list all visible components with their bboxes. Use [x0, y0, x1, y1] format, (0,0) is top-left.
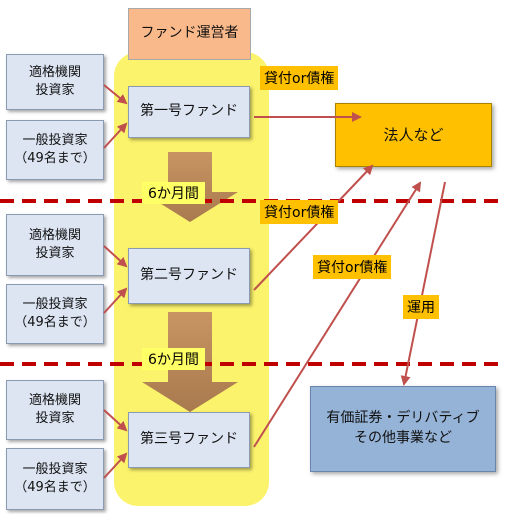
corporation-label: 法人など — [383, 125, 444, 144]
qualified-investor-box-3: 適格機関 投資家 — [6, 380, 104, 440]
securities-label: 有価証券・デリバティブ その他事業など — [326, 410, 480, 446]
fund-box-3: 第三号ファンド — [128, 412, 250, 468]
general-investor-label: 一般投資家 （49名まで） — [14, 132, 96, 166]
fund-name: 第三号ファンド — [140, 431, 238, 448]
fund-box-2: 第二号ファンド — [128, 248, 250, 304]
qualified-investor-label: 適格機関 投資家 — [28, 227, 81, 261]
investor-arrow — [103, 287, 128, 314]
general-investor-box-2: 一般投資家 （49名まで） — [6, 284, 104, 344]
fund-name: 第一号ファンド — [140, 103, 238, 120]
fund-box-1: 第一号ファンド — [128, 86, 250, 138]
general-investor-box-3: 一般投資家 （49名まで） — [6, 448, 104, 510]
management-arrow — [400, 181, 446, 386]
general-investor-label: 一般投資家 （49名まで） — [14, 461, 96, 495]
fund-operator-box: ファンド運営者 — [128, 8, 251, 60]
loan-label-3: 貸付or債権 — [313, 255, 392, 279]
fund-operator-label: ファンド運営者 — [140, 25, 239, 42]
qualified-investor-box-1: 適格機関 投資家 — [6, 54, 104, 110]
loan-arrow-2 — [253, 164, 374, 291]
securities-box: 有価証券・デリバティブ その他事業など — [310, 386, 496, 472]
interval-label-1: 6か月間 — [142, 182, 205, 204]
management-label: 運用 — [403, 295, 439, 319]
loan-label-1: 貸付or債権 — [260, 66, 339, 90]
investor-arrow — [103, 84, 128, 105]
interval-label-2: 6か月間 — [142, 348, 205, 370]
qualified-investor-box-2: 適格機関 投資家 — [6, 214, 104, 276]
loan-arrow-3 — [253, 181, 422, 448]
investor-arrow — [103, 245, 128, 268]
qualified-investor-label: 適格機関 投資家 — [28, 392, 81, 426]
fund-name: 第二号ファンド — [140, 267, 238, 284]
general-investor-label: 一般投資家 （49名まで） — [14, 296, 96, 330]
investor-arrow — [103, 452, 128, 479]
general-investor-box-1: 一般投資家 （49名まで） — [6, 120, 104, 180]
investor-arrow — [103, 409, 128, 432]
loan-label-2: 貸付or債権 — [260, 200, 339, 224]
investor-arrow — [103, 122, 128, 149]
qualified-investor-label: 適格機関 投資家 — [28, 64, 81, 98]
